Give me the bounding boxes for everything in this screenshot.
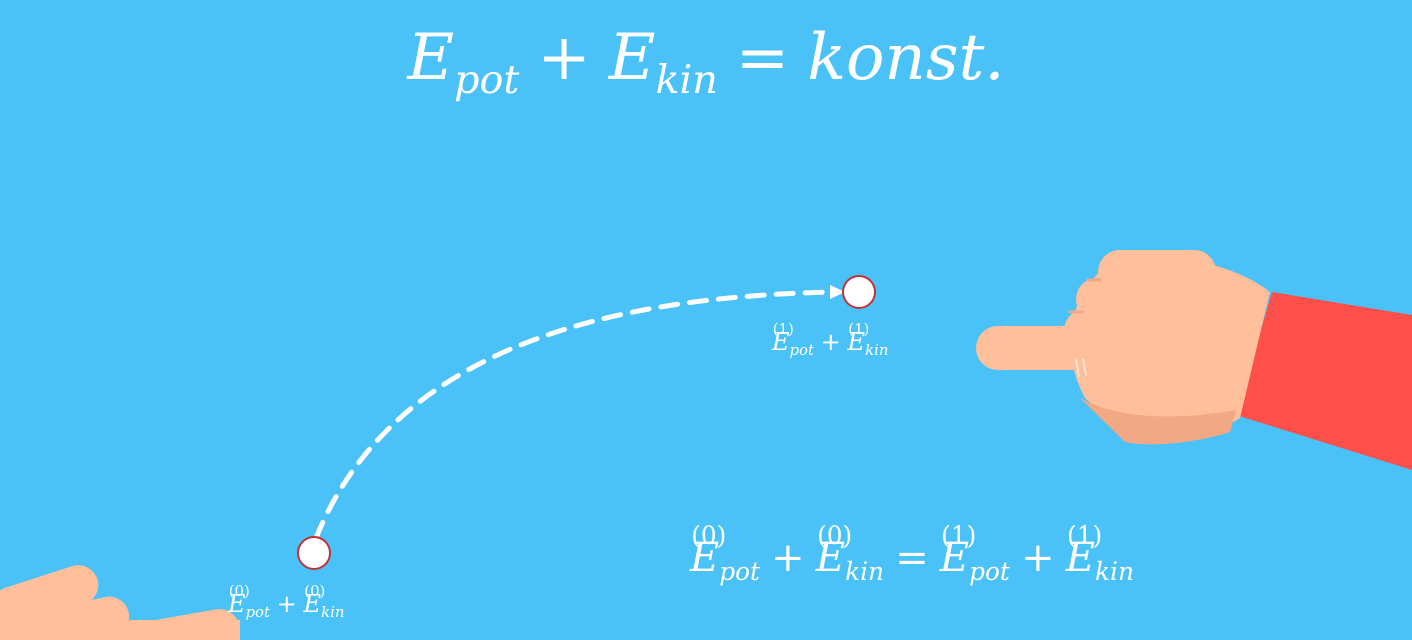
e-pot-0: E(0)pot [690, 521, 760, 586]
start-point [297, 536, 331, 570]
end-point-label: E(1)pot+E(1)kin [772, 319, 889, 360]
title-e-kin: Ekin [608, 21, 718, 103]
pointing-hand-icon [976, 250, 1412, 470]
title-konst: konst. [807, 21, 1005, 95]
e-pot-1: E(1)pot [939, 521, 1010, 586]
title-e-pot: Epot [407, 21, 520, 103]
trajectory-path [313, 289, 837, 541]
energy-equality-equation: E(0)pot+E(0)kin=E(1)pot+E(1)kin [690, 521, 1134, 586]
end-point [842, 275, 876, 309]
trajectory-arrowhead [830, 285, 845, 299]
title-plus: + [537, 21, 591, 95]
e-kin-0: E(0)kin [815, 521, 885, 586]
start-point-label: E(0)pot+E(0)kin [228, 581, 345, 622]
e-kin-1: E(1)kin [1065, 521, 1134, 586]
hand-icon [0, 565, 240, 640]
energy-conservation-title: Epot+Ekin=konst. [0, 26, 1412, 100]
title-equals: = [735, 21, 790, 95]
